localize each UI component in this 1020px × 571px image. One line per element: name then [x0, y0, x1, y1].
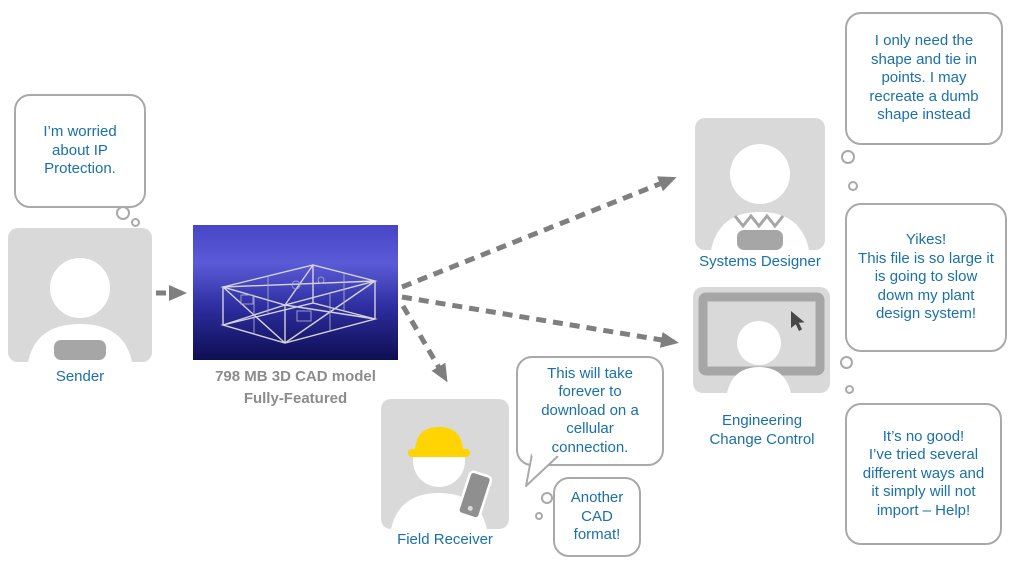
field-receiver-label: Field Receiver [397, 531, 493, 548]
sender-head [50, 258, 110, 318]
arrow-model-to-change-control [401, 294, 679, 348]
sender-speech-bubble: I’m worried about IP Protection. [14, 94, 146, 208]
field-receiver-format-bubble: Another CAD format! [553, 477, 641, 557]
hardhat-brim [408, 449, 470, 457]
cad-model-image [193, 225, 398, 360]
sender-avatar-icon [8, 228, 152, 362]
sender-label: Sender [55, 368, 105, 385]
phone-icon [457, 470, 493, 520]
field-receiver-bubble-tail [525, 452, 559, 487]
change-control-shoulders [727, 367, 791, 393]
change-control-yikes-bubble: Yikes! This file is so large it is going… [845, 203, 1007, 352]
systems-designer-thought-dot-large [841, 150, 855, 164]
systems-designer-thought-bubble: I only need the shape and tie in points.… [845, 12, 1003, 145]
sender-bubble-tail-dot-small [131, 218, 140, 227]
change-control-label: Engineering Change Control [709, 412, 815, 448]
change-control-monitor-icon [693, 287, 830, 393]
change-control-head [737, 321, 781, 365]
systems-designer-head [730, 144, 790, 204]
change-control-yikes-dot-small [845, 385, 854, 394]
field-receiver-format-dot-large [541, 492, 553, 504]
cursor-arrow-icon [791, 311, 805, 331]
systems-designer-label: Systems Designer [699, 253, 821, 270]
cad-caption-featured: Fully-Featured [243, 390, 348, 407]
hardhat-icon [415, 427, 463, 453]
sender-bubble-tail-dot-large [116, 206, 130, 220]
arrow-model-to-systems-designer [401, 176, 677, 290]
cad-wireframe-icon [220, 264, 378, 344]
change-control-no-good-bubble: It’s no good! I’ve tried several differe… [845, 403, 1002, 545]
field-receiver-avatar-icon [381, 399, 509, 529]
sender-collar [54, 340, 106, 360]
field-receiver-download-bubble: This will take forever to download on a … [516, 356, 664, 466]
systems-designer-collar-zigzag [733, 213, 785, 229]
systems-designer-avatar-icon [695, 118, 825, 250]
systems-designer-thought-dot-small [848, 181, 858, 191]
systems-designer-shirt [737, 230, 783, 250]
field-receiver-format-dot-small [535, 512, 543, 520]
cad-caption-size: 798 MB 3D CAD model [215, 368, 376, 385]
change-control-yikes-dot-large [840, 356, 853, 369]
